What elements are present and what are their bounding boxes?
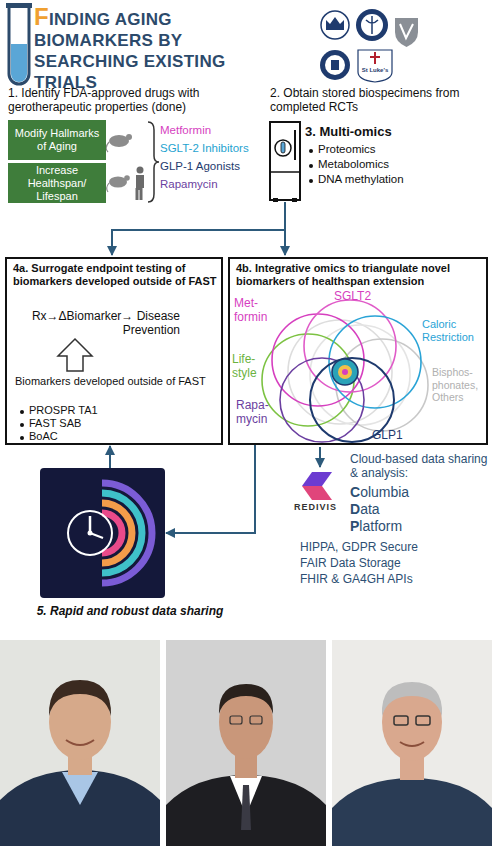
freezer-icon (270, 122, 300, 202)
panel-box: 4a. Surrogate endpoint testing of biomar… (5, 257, 223, 445)
title-text: FINDING AGING BIOMARKERS BY SEARCHING EX… (34, 6, 274, 93)
node-text: 4a. Surrogate endpoint testing of biomar… (13, 262, 219, 288)
test-tube-icon (6, 3, 32, 84)
text-label: REDIVIS (294, 502, 337, 513)
portrait-photo (332, 640, 492, 846)
text-label: Proteomics (318, 143, 376, 157)
node-text: Increase Healthspan/ Lifespan (11, 164, 103, 203)
text-label: Metformin (160, 124, 211, 138)
text-label: Data (350, 501, 380, 518)
redivis-logo (302, 472, 332, 500)
connector (109, 446, 111, 468)
icon-node: 5. Rapid and robust data sharing (40, 468, 165, 598)
text-label: Metabolomics (318, 158, 389, 172)
text-label: SGLT2 (334, 289, 371, 303)
process-box: Modify Hallmarks of Aging (8, 120, 106, 160)
node-text: BoAC (29, 430, 209, 443)
text-label: 3. Multi-omics (305, 124, 392, 140)
text-label: Life- style (232, 352, 262, 381)
curly-bracket (148, 122, 159, 202)
node-text: PROSPR TA1 (29, 404, 209, 417)
node-text: Rx→ΔBiomarker→ Disease Prevention (15, 309, 180, 337)
connector (166, 445, 255, 533)
text-label: Cloud-based data sharing & analysis: (350, 452, 490, 481)
text-label: SGLT-2 Inhibitors (160, 142, 249, 156)
text-label: Rapa- mycin (236, 398, 272, 427)
text-label: GLP-1 Agonists (160, 160, 240, 174)
institution-logos (320, 9, 418, 82)
venn-circles (262, 300, 428, 442)
text-label: Rapamycin (160, 178, 218, 192)
text-label: 1. Identify FDA-approved drugs with gero… (8, 86, 263, 115)
up-arrow (58, 339, 92, 371)
text-label: Caloric Restriction (422, 318, 486, 344)
text-label: Platform (350, 518, 402, 535)
node-text: FAST SAB (29, 417, 209, 430)
mouse-icon (106, 134, 132, 192)
portrait-photo (166, 640, 326, 846)
text-label: Columbia (350, 484, 409, 501)
text-label: Met- formin (234, 296, 274, 325)
node-text: 5. Rapid and robust data sharing (10, 604, 250, 618)
node-text: Modify Hallmarks of Aging (11, 127, 103, 153)
text-label: DNA methylation (318, 173, 404, 187)
node-text: Biomarkers developed outside of FAST (15, 375, 221, 388)
portrait-photo (0, 640, 160, 846)
text-label: HIPPA, GDPR Secure (300, 540, 418, 554)
text-label: 2. Obtain stored biospecimens from compl… (270, 86, 488, 115)
text-label: Bisphos- phonates, Others (432, 366, 486, 404)
process-box: Increase Healthspan/ Lifespan (8, 163, 106, 203)
person-icon (136, 167, 145, 201)
node-text: 4b. Integrative omics to triangulate nov… (236, 262, 484, 288)
clock-icon (40, 468, 165, 598)
text-label: St Luke's (358, 67, 392, 74)
text-label: GLP1 (372, 428, 403, 442)
text-label: FAIR Data Storage (300, 556, 401, 570)
text-label: FHIR & GA4GH APIs (300, 572, 413, 586)
